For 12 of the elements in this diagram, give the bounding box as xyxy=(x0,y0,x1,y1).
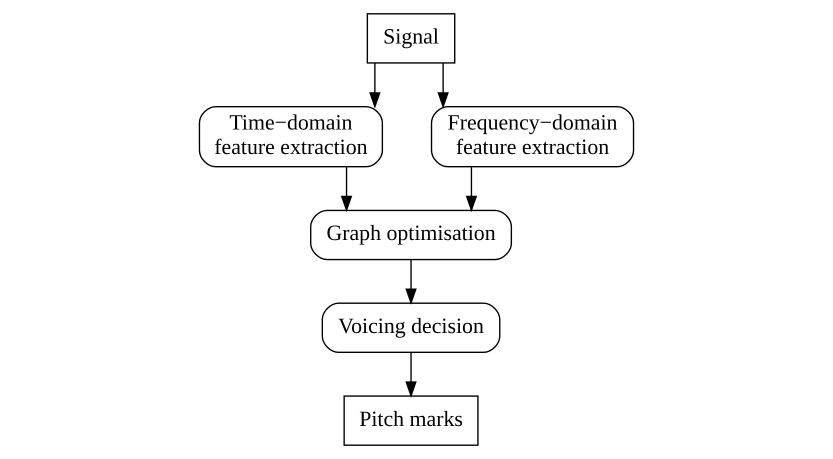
node-box: Signal xyxy=(366,13,456,64)
node-box: Graph optimisation xyxy=(310,210,512,260)
node-box: Frequency−domain feature extraction xyxy=(430,106,634,168)
arrow xyxy=(437,63,449,109)
arrow xyxy=(466,167,478,212)
node-box: Pitch marks xyxy=(343,395,479,446)
arrow xyxy=(369,63,381,109)
node-box: Voicing decision xyxy=(322,302,500,354)
arrow xyxy=(340,167,352,212)
arrow xyxy=(405,352,417,398)
arrow xyxy=(405,260,417,305)
node-box: Time−domain feature extraction xyxy=(198,106,384,168)
